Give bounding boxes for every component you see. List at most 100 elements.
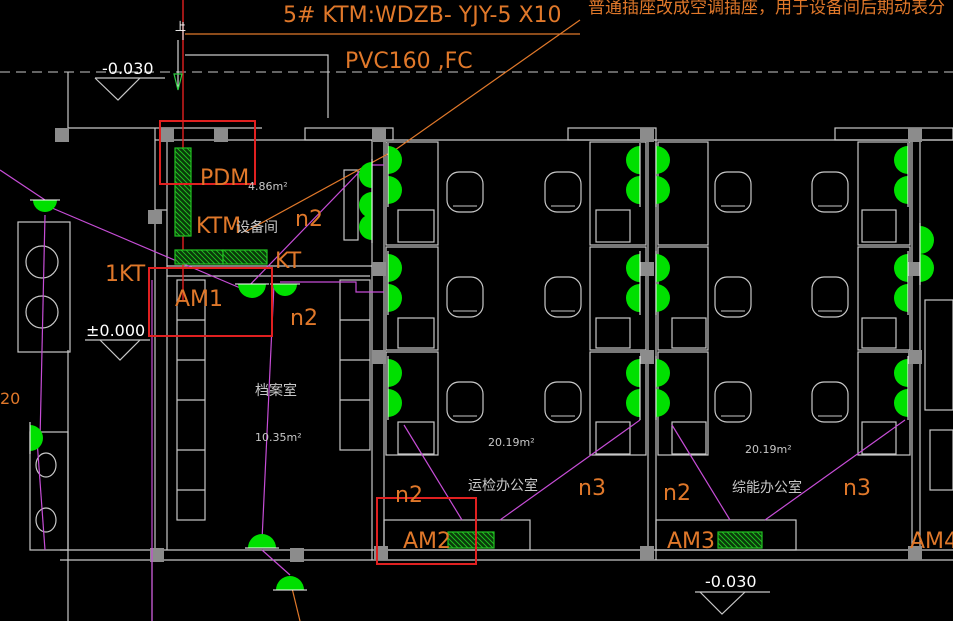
desk [589,351,647,456]
panel-hatch [181,147,192,158]
wire [0,169,46,201]
label-n2-archive: n2 [290,306,318,331]
chair [714,276,752,318]
outlet-symbol [894,254,908,282]
column [372,350,386,364]
outlet-symbol [388,284,402,312]
edge-number: 20 [0,389,20,408]
equipment-room-name: 设备间 [236,219,278,236]
desk [589,246,647,351]
highlight-boxes [148,120,477,565]
outlet-symbol [656,359,670,387]
panel-hatch [174,185,192,203]
level-marker-left [85,339,150,361]
toilet [35,452,57,478]
outlet-symbol [894,146,908,174]
counter [655,519,797,551]
cabinet [595,421,631,455]
outlet-symbol [33,200,57,212]
toilet [35,507,57,533]
fixture [924,299,953,411]
label-1kt: 1KT [105,262,146,287]
panel-hatch [263,249,268,254]
area-archive: 10.35m² [255,431,302,444]
wire [280,281,384,293]
column [214,128,228,142]
window [834,127,953,141]
panel-hatch [174,225,186,237]
outlet-symbol [920,254,934,282]
outlet-symbol [359,192,372,218]
outlet-symbol [626,254,640,282]
toilet-stall [29,431,69,551]
desk [385,351,439,456]
area-office1: 20.19m² [488,436,535,449]
chairs [446,171,849,423]
panel-hatch [174,215,192,233]
panel-hatch [180,249,196,265]
highlight-box-am2[interactable] [376,497,477,565]
outlet-symbol [656,254,670,282]
up-mark: 上 [175,20,186,33]
riser-line [177,22,184,90]
outlet-symbol [238,284,266,298]
cable-label: 5# KTM:WDZB- YJY-5 X10 [283,3,562,28]
panel-hatch [717,542,724,549]
annotation-leaders [185,19,581,621]
highlight-box-am1[interactable] [148,267,273,337]
panel-hatch [200,249,216,265]
panel-hatch [205,249,221,265]
outlet-symbol [388,176,402,204]
columns [55,128,922,562]
panel-hatch [174,200,192,218]
panel-hatch [174,258,181,265]
outlet-symbol [894,284,908,312]
panel-hatch [726,531,744,549]
shelf [339,279,371,451]
counter [383,519,531,551]
panel-hatch [253,249,268,264]
highlight-box-pdm[interactable] [159,120,256,185]
wire [499,419,641,521]
wire [39,214,46,441]
level-text-top-left: -0.030 [102,59,154,78]
column [908,546,922,560]
panel-hatch [233,249,249,265]
column [908,350,922,364]
desk [857,141,911,246]
wire [261,549,291,576]
outlet-symbol [894,389,908,417]
outlet-symbol [30,425,43,451]
label-am1: AM1 [175,287,223,312]
panel-hatch [717,537,729,549]
label-n3-office1: n3 [578,476,606,501]
panel-hatch [186,147,192,153]
column [148,210,162,224]
level-text-left: ±0.000 [86,321,145,340]
cabinet [861,421,897,455]
wire [671,424,731,521]
outlet-symbol [388,146,402,174]
panel-hatch [447,542,454,549]
chair [446,171,484,213]
outlet-symbol [626,146,640,174]
washbasin [25,245,59,279]
panel-hatch [174,230,181,237]
top-note: 普通插座改成空调插座，用于设备间后期动表分 [588,0,945,18]
column [290,548,304,562]
panel-hatch [731,531,749,549]
cabinet [671,421,707,455]
window [304,127,394,141]
panel-hatch [228,249,244,265]
outlet-symbol [920,226,934,254]
panel-hatch [486,531,495,540]
chair [544,276,582,318]
outlet-symbol [388,254,402,282]
wiring [0,164,906,621]
panel-hatch [190,249,206,265]
panel-hatch [756,531,763,538]
outlet-symbol [656,176,670,204]
panel-hatch [471,531,489,549]
panel-hatch [176,147,192,163]
